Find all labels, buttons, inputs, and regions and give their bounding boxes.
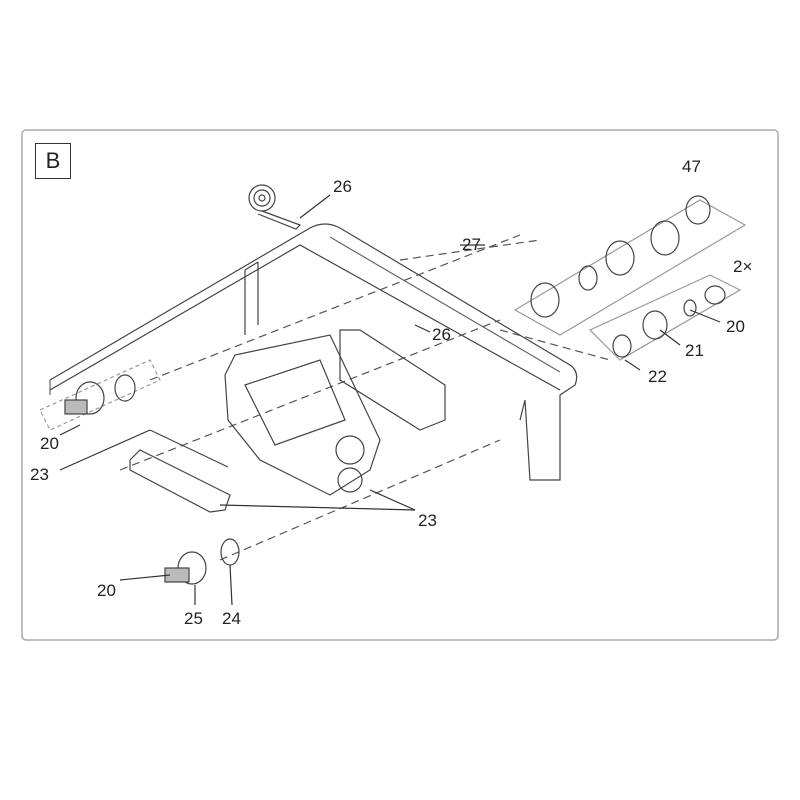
callout-23-center: 23: [418, 511, 437, 530]
outlet-part-bottom: [164, 538, 240, 585]
callout-22: 22: [648, 367, 667, 386]
callout-20-left: 20: [40, 434, 59, 453]
leader-lines: [59, 194, 721, 606]
housing-inner: [49, 236, 561, 395]
section-label: B: [35, 143, 71, 179]
callout-27: 27: [462, 235, 481, 254]
filter-box-part: [224, 329, 446, 496]
callout-24: 24: [222, 609, 241, 628]
hose-connector-parts: [513, 195, 747, 361]
callout-quantity: 2×: [733, 257, 753, 276]
callout-26-tape: 26: [333, 177, 352, 196]
tape-roll-part: [248, 184, 302, 230]
callout-21: 21: [685, 341, 704, 360]
outlet-part-left: [39, 359, 161, 431]
bracket-part: [129, 429, 231, 513]
housing-outline: [49, 223, 578, 481]
callout-20-bottom: 20: [97, 581, 116, 600]
callout-47: 47: [682, 157, 701, 176]
diagram-frame: [21, 129, 779, 641]
callout-20-right: 20: [726, 317, 745, 336]
callout-25: 25: [184, 609, 203, 628]
assembly-lines: [119, 234, 611, 561]
callout-23-left: 23: [30, 465, 49, 484]
callout-26-oring: 26: [432, 325, 451, 344]
